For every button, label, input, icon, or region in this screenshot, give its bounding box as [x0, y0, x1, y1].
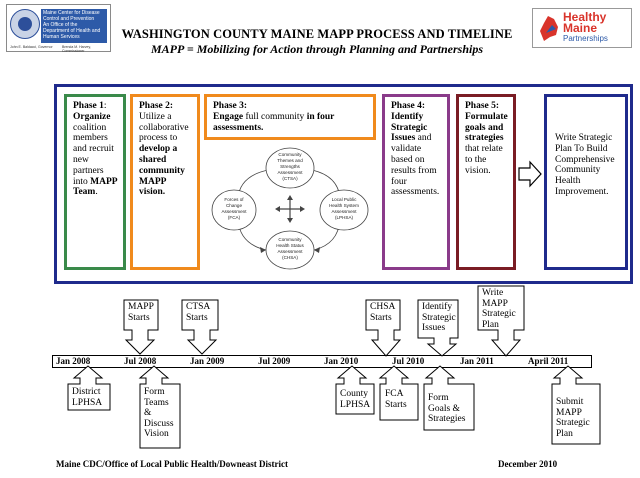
phase-2-label: Phase 2: — [139, 101, 174, 111]
svg-text:(LPHSA): (LPHSA) — [335, 215, 354, 220]
phase-4-box: Phase 4: Identify Strategic Issues and v… — [382, 94, 450, 270]
tick-jan-2011: Jan 2011 — [460, 356, 494, 366]
chsa-circle — [265, 230, 315, 270]
lphsa-circle — [319, 189, 369, 231]
phase-5-label: Phase 5: — [465, 101, 500, 111]
commissioner-name: Brenda M. Harvey, Commissioner — [62, 45, 91, 53]
fca-circle — [211, 189, 257, 231]
callout-write-plan — [477, 285, 525, 357]
strategic-plan-box: Write Strategic Plan To Build Comprehens… — [544, 94, 628, 270]
maine-cdc-logo-text: Maine Center for Disease Control and Pre… — [41, 9, 107, 43]
svg-text:(CHSA): (CHSA) — [282, 255, 298, 260]
callout-form-goals — [423, 365, 475, 431]
page-title: WASHINGTON COUNTY MAINE MAPP PROCESS AND… — [121, 27, 513, 41]
svg-text:Health Status: Health Status — [276, 243, 304, 248]
phase-3-box: Phase 3: Engage full community in four a… — [204, 94, 376, 140]
maine-map-icon — [540, 16, 558, 41]
tick-jul-2010: Jul 2010 — [392, 356, 425, 366]
svg-text:Themes and: Themes and — [277, 158, 303, 163]
callout-county-lphsa — [335, 365, 375, 415]
svg-text:Community: Community — [278, 152, 302, 157]
right-arrow-icon — [518, 160, 542, 188]
footer-org: Maine CDC/Office of Local Public Health/… — [56, 459, 288, 469]
callout-submit-plan — [551, 365, 601, 445]
maine-cdc-logo: Maine Center for Disease Control and Pre… — [6, 4, 111, 53]
governor-name: John E. Baldacci, Governor — [10, 45, 53, 49]
timeline-callouts — [67, 285, 601, 449]
phase-1-box: Phase 1: Organize coalition members and … — [64, 94, 126, 270]
svg-text:Local Public: Local Public — [332, 197, 357, 202]
callout-identify-issues — [417, 299, 459, 357]
svg-text:Assessment: Assessment — [277, 249, 303, 254]
callout-form-teams — [138, 365, 181, 449]
tick-jan-2009: Jan 2009 — [190, 356, 225, 366]
phase-3-label: Phase 3: — [213, 101, 248, 111]
maine-seal-icon — [10, 9, 40, 39]
svg-text:Community: Community — [278, 237, 302, 242]
callout-chsa-starts — [365, 299, 402, 357]
footer-date: December 2010 — [498, 459, 558, 469]
tick-jan-2008: Jan 2008 — [56, 356, 91, 366]
phase-1-label: Phase 1 — [73, 101, 104, 111]
timeline-bar — [52, 355, 592, 368]
svg-text:Strengths: Strengths — [280, 164, 300, 169]
ctsa-circle — [265, 147, 315, 189]
phase-2-box: Phase 2: Utilize a collaborative process… — [130, 94, 200, 270]
svg-text:(FCA): (FCA) — [228, 215, 241, 220]
callout-fca-starts — [378, 365, 419, 421]
svg-text:Assessment: Assessment — [277, 170, 303, 175]
tick-jan-2010: Jan 2010 — [324, 356, 359, 366]
callout-ctsa-starts — [181, 299, 219, 355]
svg-text:Change: Change — [226, 203, 243, 208]
healthy-maine-partnerships-logo: Healthy Maine Partnerships — [532, 8, 632, 48]
svg-text:Forces of: Forces of — [224, 197, 244, 202]
callout-district-lphsa — [67, 365, 111, 411]
svg-text:Assessment: Assessment — [331, 209, 357, 214]
svg-text:(CTSA): (CTSA) — [282, 176, 298, 181]
svg-text:Assessment: Assessment — [221, 209, 247, 214]
phase-4-label: Phase 4: — [391, 101, 426, 111]
center-cross-arrows-icon — [278, 198, 302, 220]
four-assessments-cycle: Community Themes and Strengths Assessmen… — [211, 147, 369, 270]
callout-mapp-starts — [123, 299, 159, 355]
tick-jul-2008: Jul 2008 — [124, 356, 157, 366]
tick-jul-2009: Jul 2009 — [258, 356, 291, 366]
svg-text:Health System: Health System — [329, 203, 359, 208]
mapp-phases-frame — [54, 84, 633, 284]
phase-5-box: Phase 5: Formulate goals and strategies … — [456, 94, 516, 270]
tick-april-2011: April 2011 — [528, 356, 569, 366]
page-subtitle: MAPP = Mobilizing for Action through Pla… — [150, 42, 484, 56]
